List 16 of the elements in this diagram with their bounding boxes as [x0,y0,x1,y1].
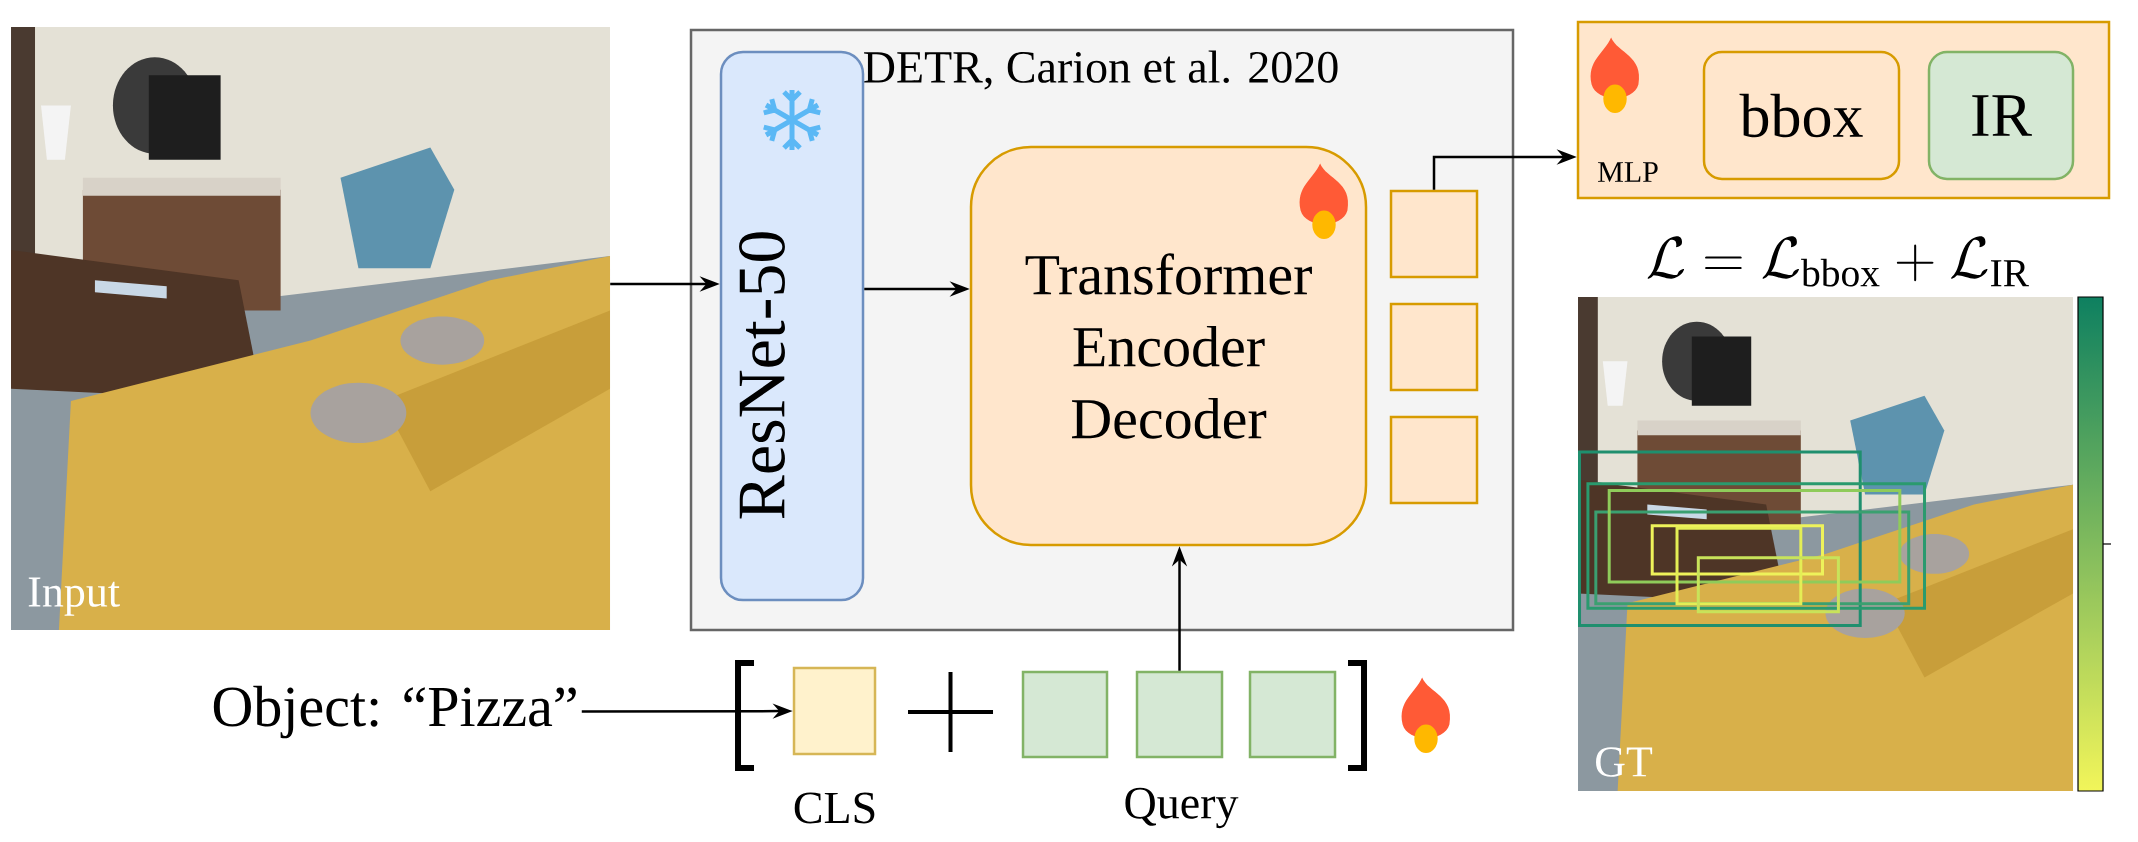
head-box: IR [1927,50,2075,181]
image-caption: Input [28,577,120,616]
transformer-box: Transformer Encoder Decoder [969,145,1368,547]
token-box: CLS [792,666,877,824]
backbone-box: ResNet-50 [719,50,865,602]
group-label: Query [1125,787,1239,829]
head-box: bbox [1702,50,1901,181]
input-text: Object: “Pizza” [213,685,576,739]
query-box [1135,670,1224,759]
loss-formula: $\mathcal{L} = \mathcal{L}_{\mathrm{bbox}} + \mathcal{L}_{\mathrm{IR}}$ [1647,236,2029,287]
output-token-box [1389,415,1479,505]
output-token-box [1389,302,1479,392]
output-token-box [1389,189,1479,279]
query-box [1021,670,1109,759]
query-box [1248,670,1337,759]
node-label: CLS [794,792,875,824]
